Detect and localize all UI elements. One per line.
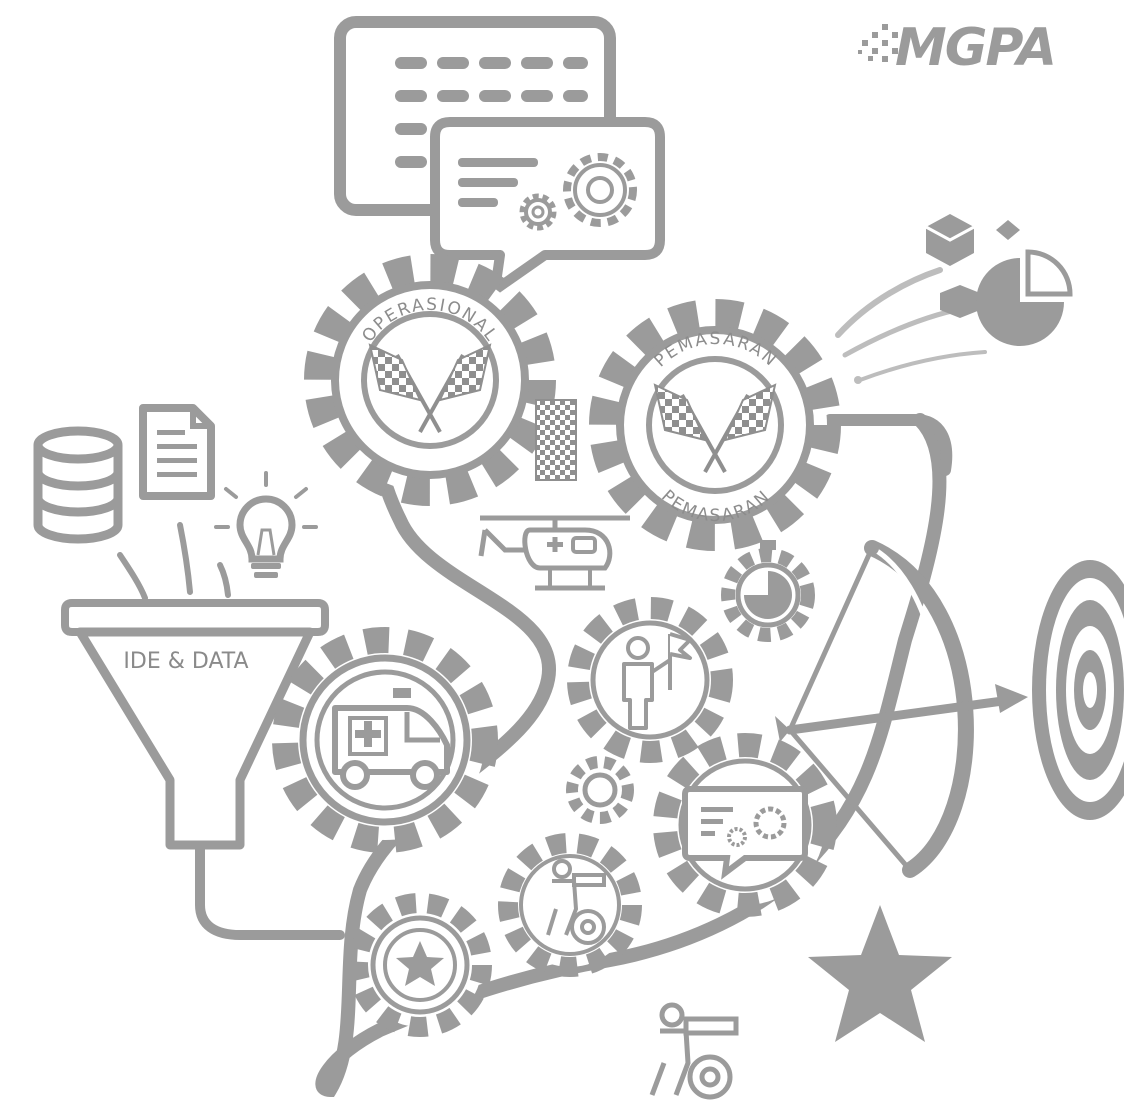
- road-edge: [824, 414, 953, 476]
- large-gear-icon: [563, 153, 637, 227]
- mechanic-icon: [546, 859, 606, 945]
- mechanic-icon: [649, 1002, 739, 1100]
- target-icon: [1032, 560, 1124, 820]
- logo-text: MGPA: [895, 18, 1055, 78]
- gear-star: [348, 893, 492, 1037]
- settings-bubble-icon: [682, 786, 808, 880]
- cube-icon: [925, 214, 975, 266]
- input-arrows: [117, 522, 231, 601]
- road-path: [315, 373, 947, 1098]
- data-shapes-splash: [835, 214, 1073, 384]
- gear-ambulance: [272, 627, 498, 853]
- database-icon: [33, 426, 123, 544]
- ambulance-icon: [332, 688, 450, 790]
- person-flag-icon: [622, 632, 692, 730]
- diamond-icon: [996, 220, 1020, 240]
- star-icon: [808, 905, 952, 1042]
- checkered-connector: [535, 399, 577, 481]
- document-icon: [139, 404, 215, 500]
- gear-flag-person: [567, 597, 733, 763]
- funnel-icon: IDE & DATA: [61, 599, 329, 850]
- gear-chat-settings: [653, 733, 837, 917]
- gear-mechanic: [498, 833, 642, 977]
- small-gear-icon: [566, 756, 634, 824]
- checkered-flags-icon: [653, 383, 777, 473]
- checkered-flags-icon: [368, 343, 492, 433]
- stopwatch-gear: [721, 540, 815, 642]
- small-gear-icon: [519, 193, 557, 231]
- mgpa-logo: MGPA: [858, 18, 1057, 78]
- hexagon-icon: [940, 285, 980, 318]
- funnel-label: IDE & DATA: [123, 649, 248, 674]
- lightbulb-icon: [214, 471, 318, 578]
- gear-pemasaran: PEMASARAN PEMASARAN: [589, 299, 841, 551]
- star-icon: [396, 941, 444, 986]
- bow-arrow-icon: [775, 540, 1028, 878]
- helicopter-icon: [478, 515, 630, 591]
- road-branch: [195, 840, 345, 940]
- gear-operasional: OPERASIONAL: [304, 254, 556, 506]
- pie-chart-icon: [976, 249, 1073, 346]
- settings-bubble-icon: [430, 117, 665, 295]
